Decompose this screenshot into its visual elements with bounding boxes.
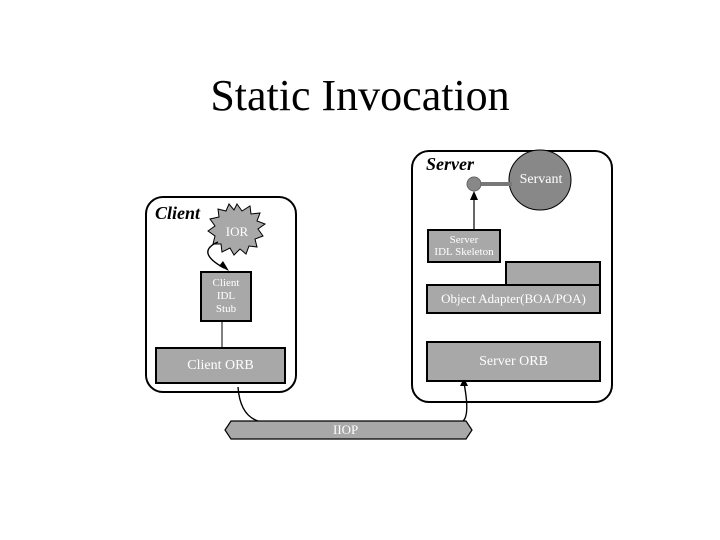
iiop-bus-shape [224,420,473,440]
server-label: Server [426,154,474,174]
server-orb-to-bus-curve [462,382,468,422]
adapter-ledge [505,261,601,287]
server-orb-label: Server ORB [479,353,548,369]
iiop-label: IIOP [333,422,359,437]
client-idl-stub-label: Client IDL Stub [212,277,240,315]
servant-label: Servant [519,172,563,187]
client-orb-label: Client ORB [187,357,254,373]
client-orb-box: Client ORB [155,347,286,384]
object-adapter-box: Object Adapter(BOA/POA) [426,284,601,314]
server-idl-skeleton-label: Server IDL Skeleton [434,234,494,258]
page-title: Static Invocation [210,71,510,120]
server-orb-box: Server ORB [426,341,601,382]
client-label: Client [155,203,201,223]
servant-connector-dot [466,176,482,192]
object-adapter-label: Object Adapter(BOA/POA) [441,291,586,306]
servant-ellipse [508,149,572,211]
ior-label: IOR [225,224,249,239]
client-orb-to-bus-curve [237,386,259,422]
ior-starburst [207,203,267,256]
server-idl-skeleton: Server IDL Skeleton [427,229,501,263]
client-idl-stub: Client IDL Stub [200,271,252,322]
